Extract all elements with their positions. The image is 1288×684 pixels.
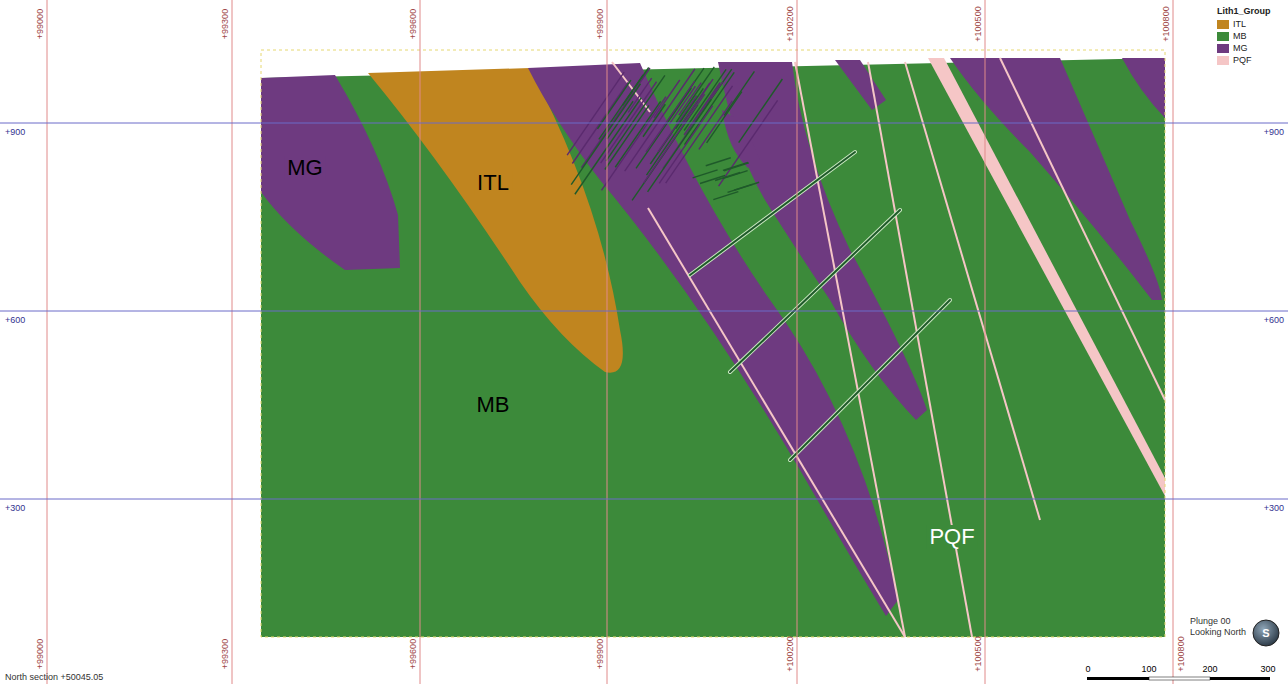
intercept-stroke	[628, 78, 651, 112]
section-boundary	[261, 50, 1165, 637]
intercept-stroke	[658, 96, 697, 152]
elevation-label: +600	[5, 316, 25, 325]
legend-text: MG	[1233, 44, 1248, 53]
pqf-dykes	[612, 58, 1165, 637]
easting-gridlines	[47, 0, 1173, 684]
intercept-stroke	[724, 71, 754, 115]
intercept-stroke	[644, 94, 705, 183]
mb-unit	[261, 58, 1165, 637]
mg-unit	[1122, 58, 1165, 118]
intercept-stroke	[734, 182, 759, 190]
easting-label: +99600	[409, 639, 418, 669]
view-note: Looking North	[1190, 628, 1246, 637]
intercept-stroke	[699, 101, 732, 150]
intercept-stroke	[715, 173, 740, 181]
intercept-stroke	[706, 158, 731, 166]
view-note: North section +50045.05	[5, 673, 103, 682]
unit-label: PQF	[926, 525, 977, 549]
intercept-stroke	[601, 97, 665, 191]
intercept-stroke	[707, 92, 742, 143]
intercept-stroke	[625, 69, 695, 171]
scale-bar	[1087, 677, 1270, 680]
mg-unit	[718, 62, 927, 420]
mg-unit	[261, 75, 400, 270]
legend-text: PQF	[1233, 56, 1252, 65]
legend-swatch	[1217, 20, 1229, 29]
pqf-dyke	[928, 58, 1165, 496]
easting-label: +100500	[974, 6, 983, 41]
scale-number: 0	[1085, 665, 1090, 674]
scale-number: 200	[1202, 665, 1217, 674]
legend-swatch	[1217, 32, 1229, 41]
intercept-stroke	[739, 79, 783, 143]
unit-label: MG	[284, 156, 325, 180]
intercept-stroke	[693, 170, 718, 178]
legend-entry: PQF	[1217, 55, 1283, 66]
legend-text: MB	[1233, 32, 1247, 41]
intercept-stroke	[682, 83, 710, 124]
elevation-label: +600	[1264, 316, 1284, 325]
easting-label: +99300	[221, 639, 230, 669]
compass	[1253, 620, 1279, 646]
intercept-stroke	[659, 106, 712, 184]
view-note: Plunge 00	[1190, 617, 1231, 626]
scale-number: 300	[1260, 665, 1275, 674]
legend-text: ITL	[1233, 20, 1246, 29]
legend-swatch	[1217, 44, 1229, 53]
easting-label: +100800	[1177, 636, 1186, 671]
intercept-stroke	[643, 104, 665, 137]
easting-label: +99000	[36, 9, 45, 39]
intercept-stroke	[606, 75, 665, 160]
elevation-label: +300	[5, 504, 25, 513]
unit-label: MB	[474, 393, 513, 417]
intercept-stroke	[684, 69, 726, 130]
legend-entry: ITL	[1217, 19, 1283, 30]
intercept-stroke	[605, 105, 649, 169]
easting-label: +100200	[786, 636, 795, 671]
compass-letter: S	[1262, 628, 1269, 639]
dyke-outline	[690, 152, 950, 460]
elevation-label: +900	[5, 128, 25, 137]
legend-swatch	[1217, 56, 1229, 65]
unit-label: ITL	[474, 171, 512, 195]
easting-label: +99600	[409, 9, 418, 39]
intercept-stroke	[615, 101, 660, 167]
intercept-stroke	[597, 80, 630, 129]
easting-label: +99000	[36, 639, 45, 669]
dyke	[690, 152, 950, 460]
intercept-stroke	[700, 175, 725, 183]
intercept-cluster	[567, 67, 782, 201]
intercept-stroke	[607, 101, 633, 139]
easting-label: +99300	[221, 9, 230, 39]
mg-unit	[950, 58, 1162, 300]
easting-label: +100500	[974, 636, 983, 671]
easting-label: +100200	[786, 6, 795, 41]
easting-label: +100800	[1162, 6, 1171, 41]
scale-number: 100	[1141, 665, 1156, 674]
elevation-label: +900	[1264, 128, 1284, 137]
legend-entry: MG	[1217, 43, 1283, 54]
easting-label: +99900	[596, 9, 605, 39]
intercept-stroke	[713, 192, 738, 200]
elevation-label: +300	[1264, 504, 1284, 513]
legend-title: Lith1_Group	[1217, 7, 1271, 16]
easting-label: +99900	[596, 639, 605, 669]
elevation-gridlines	[0, 123, 1288, 499]
intercept-stroke	[567, 72, 624, 155]
intercept-stroke	[723, 162, 748, 170]
legend-entry: MB	[1217, 31, 1283, 42]
intercept-stroke	[666, 86, 733, 183]
mg-unit	[835, 60, 886, 110]
intercept-stroke	[724, 163, 749, 171]
